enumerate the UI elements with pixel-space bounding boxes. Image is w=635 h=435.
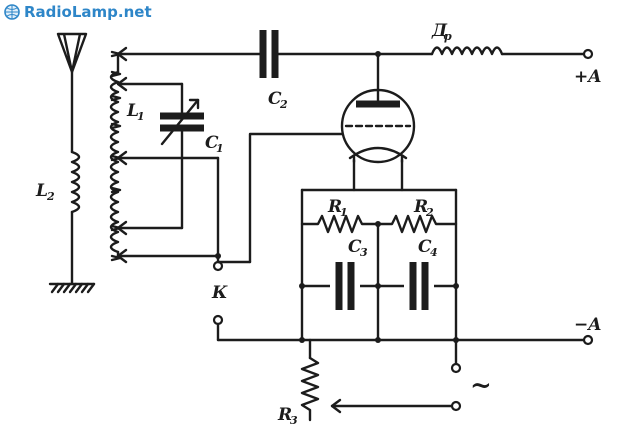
terminal-minus-a[interactable] [582,334,594,346]
svg-text:C: C [205,133,219,153]
label-minus-a: −A [574,315,601,335]
svg-text:R: R [413,197,428,217]
svg-text:3: 3 [290,414,298,427]
watermark-text: RadioLamp.net [24,3,152,21]
label-l1: L 1 [126,101,145,123]
capacitor-c1 [116,76,204,230]
ground-symbol [48,210,96,294]
svg-text:C: C [348,237,362,257]
svg-text:L: L [35,181,48,201]
label-ac: ~ [470,371,492,401]
svg-text:C: C [268,89,282,109]
svg-text:4: 4 [430,246,438,259]
svg-text:1: 1 [137,110,145,123]
antenna [56,32,88,154]
svg-text:L: L [126,101,139,121]
wiper-arrow [330,398,342,414]
label-c2: C 2 [268,89,288,111]
svg-text:2: 2 [279,98,288,111]
label-c3: C 3 [348,237,368,259]
svg-text:C: C [418,237,432,257]
choke-dr [430,46,504,56]
capacitor-c2 [259,30,279,78]
switch-k-top[interactable] [212,260,224,272]
terminal-ac-bottom[interactable] [450,400,462,412]
vacuum-tube [340,52,416,164]
label-dr: Д р [431,21,452,43]
label-r3: R 3 [277,405,298,427]
capacitor-c3 [330,262,360,310]
svg-text:2: 2 [425,206,434,219]
capacitor-c4 [404,262,434,310]
terminal-ac-top[interactable] [450,362,462,374]
svg-text:Д: Д [431,21,448,41]
resistor-r2 [376,214,458,234]
label-c4: C 4 [418,237,438,259]
svg-text:р: р [444,30,452,43]
label-l2: L 2 [35,181,55,203]
arrow-top [116,46,128,62]
label-k: К [211,283,228,303]
wire-grid [248,132,344,264]
watermark: RadioLamp.net [4,3,152,21]
terminal-plus-a[interactable] [582,48,594,60]
svg-text:R: R [277,405,292,425]
label-r2: R 2 [413,197,434,219]
label-r1: R 1 [327,197,348,219]
label-plus-a: +A [574,67,601,87]
svg-text:1: 1 [216,142,224,155]
resistor-r3 [300,356,320,422]
label-c1: C 1 [205,133,224,155]
resistor-r1 [300,214,380,234]
coil-l2 [70,150,81,214]
svg-text:R: R [327,197,342,217]
svg-text:2: 2 [46,190,55,203]
svg-text:3: 3 [360,246,368,259]
svg-text:1: 1 [340,206,348,219]
